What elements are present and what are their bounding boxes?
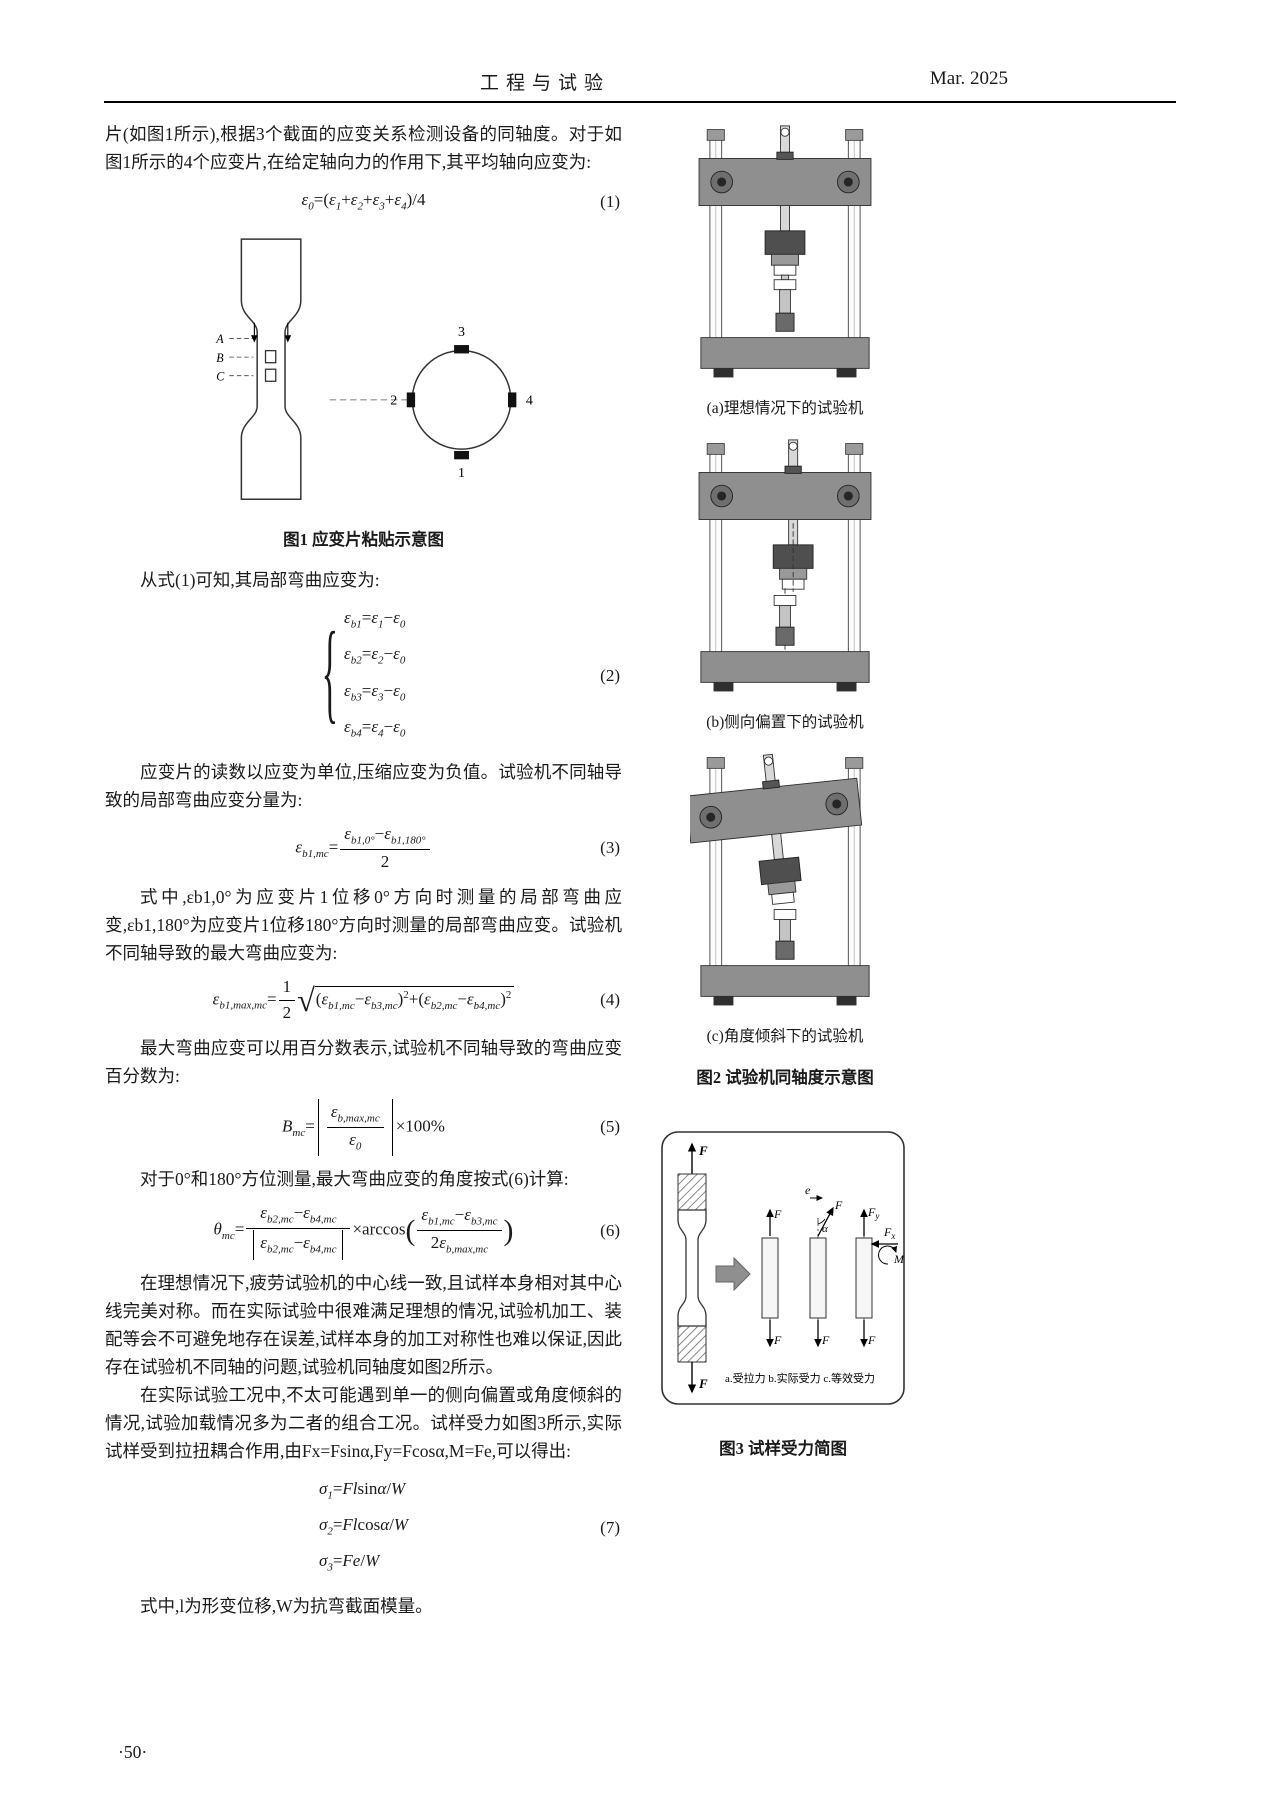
figure-2b-caption: (b)侧向偏置下的试验机: [706, 714, 864, 731]
figure-2c-caption: (c)角度倾斜下的试验机: [706, 1028, 864, 1045]
paragraph-6: 对于0°和180°方位测量,最大弯曲应变的角度按式(6)计算:: [140, 1169, 569, 1190]
equation-1-body: ε0=(ε1+ε2+ε3+ε4)/4: [301, 190, 426, 213]
paragraph-9: 式中,l为形变位移,W为抗弯截面模量。: [140, 1595, 433, 1616]
issue-date: Mar. 2025: [929, 68, 1008, 89]
paragraph-8: 在实际试验工况中,不太可能遇到单一的侧向偏置或角度倾斜的情况,试验加载情况多为二…: [105, 1384, 622, 1461]
test-machine-ideal-figure: [698, 125, 872, 378]
bar-b-force: F: [834, 1198, 843, 1212]
paragraph-7: 在理想情况下,疲劳试验机的中心线一致,且试样本身相对其中心线完美对称。而在实际试…: [105, 1272, 622, 1377]
clamped-specimen: F F: [677, 1142, 708, 1394]
paragraph-4: 式中,εb1,0°为应变片1位移0°方向时测量的局部弯曲应变,εb1,180°为…: [105, 886, 622, 963]
figure-3-caption: 图3 试样受力简图: [719, 1439, 847, 1458]
bar-a-force-top: F: [773, 1207, 782, 1221]
paragraph-1: 片(如图1所示),根据3个截面的应变关系检测设备的同轴度。对于如图1所示的4个应…: [105, 124, 622, 172]
bar-c-force-bottom: F: [867, 1333, 876, 1347]
equation-3-number: (3): [600, 838, 620, 858]
test-machine-offset-figure: [698, 439, 872, 692]
figure-2-caption: 图2 试验机同轴度示意图: [696, 1068, 874, 1087]
figure-2: (a)理想情况下的试验机: [660, 122, 910, 1088]
cross-section-circle: 3 2 4 1: [329, 325, 532, 481]
figure-3: F F F F F: [658, 1128, 908, 1459]
equation-7-number: (7): [600, 1518, 620, 1538]
angle-alpha-label: α: [822, 1223, 828, 1235]
label-b: B: [216, 351, 224, 365]
figure-1: A B C 3 2: [105, 228, 622, 554]
paragraph-2: 从式(1)可知,其局部弯曲应变为:: [140, 570, 380, 590]
force-x-label: Fx: [883, 1225, 895, 1241]
left-column: 片(如图1所示),根据3个截面的应变关系检测设备的同轴度。对于如图1所示的4个应…: [105, 120, 622, 1620]
equation-2-number: (2): [600, 665, 620, 685]
force-label-bottom: F: [698, 1376, 708, 1391]
gauge-1-label: 1: [458, 466, 465, 481]
specimen-loading-figure: F F F F F: [661, 1131, 905, 1405]
moment-label: M: [893, 1252, 905, 1266]
equation-1-number: (1): [600, 192, 620, 211]
paragraph-5: 最大弯曲应变可以用百分数表示,试验机不同轴导致的弯曲应变百分数为:: [105, 1037, 622, 1086]
figure-3-legend: a.受拉力 b.实际受力 c.等效受力: [725, 1371, 875, 1385]
page-number: ·50·: [118, 1742, 148, 1762]
force-label-top: F: [698, 1143, 708, 1158]
equation-1: ε0=(ε1+ε2+ε3+ε4)/4 (1): [105, 185, 622, 219]
label-c: C: [216, 369, 225, 383]
eccentricity-label: e: [805, 1183, 811, 1197]
tilted-head-assembly: [690, 753, 863, 905]
equation-5-number: (5): [600, 1117, 620, 1137]
journal-title: 工程与试验: [479, 73, 610, 94]
bar-equivalent: Fy Fx M F: [855, 1205, 905, 1348]
paragraph-3: 应变片的读数以应变为单位,压缩应变为负值。试验机不同轴导致的局部弯曲应变分量为:: [105, 761, 622, 810]
specimen-outline: [240, 238, 302, 501]
header-rule: [104, 101, 1176, 103]
equation-4-number: (4): [600, 990, 620, 1010]
test-machine-tilted-figure: [690, 753, 870, 1006]
figure-1-caption: 图1 应变片粘贴示意图: [283, 530, 444, 549]
section-labels: A B C: [215, 322, 291, 383]
bar-a-force-bottom: F: [773, 1333, 782, 1347]
bar-actual: F α e F: [805, 1183, 843, 1348]
label-a: A: [215, 332, 224, 346]
gauge-2-label: 2: [390, 394, 397, 409]
equation-3: εb1,mc=εb1,0°−εb1,180°2 (3): [105, 823, 622, 874]
bar-b-force-bottom: F: [821, 1333, 830, 1347]
equation-6-number: (6): [600, 1220, 620, 1240]
gauge-4-label: 4: [525, 394, 532, 409]
force-y-label: Fy: [867, 1205, 879, 1221]
figure-2a-caption: (a)理想情况下的试验机: [706, 400, 864, 417]
bar-tension: F F: [761, 1207, 782, 1348]
strain-gauge-diagram-figure: A B C 3 2: [215, 238, 532, 501]
equation-3-body: εb1,mc=εb1,0°−εb1,180°2: [295, 823, 431, 874]
block-arrow-icon: [715, 1256, 751, 1292]
gauge-3-label: 3: [458, 325, 465, 340]
